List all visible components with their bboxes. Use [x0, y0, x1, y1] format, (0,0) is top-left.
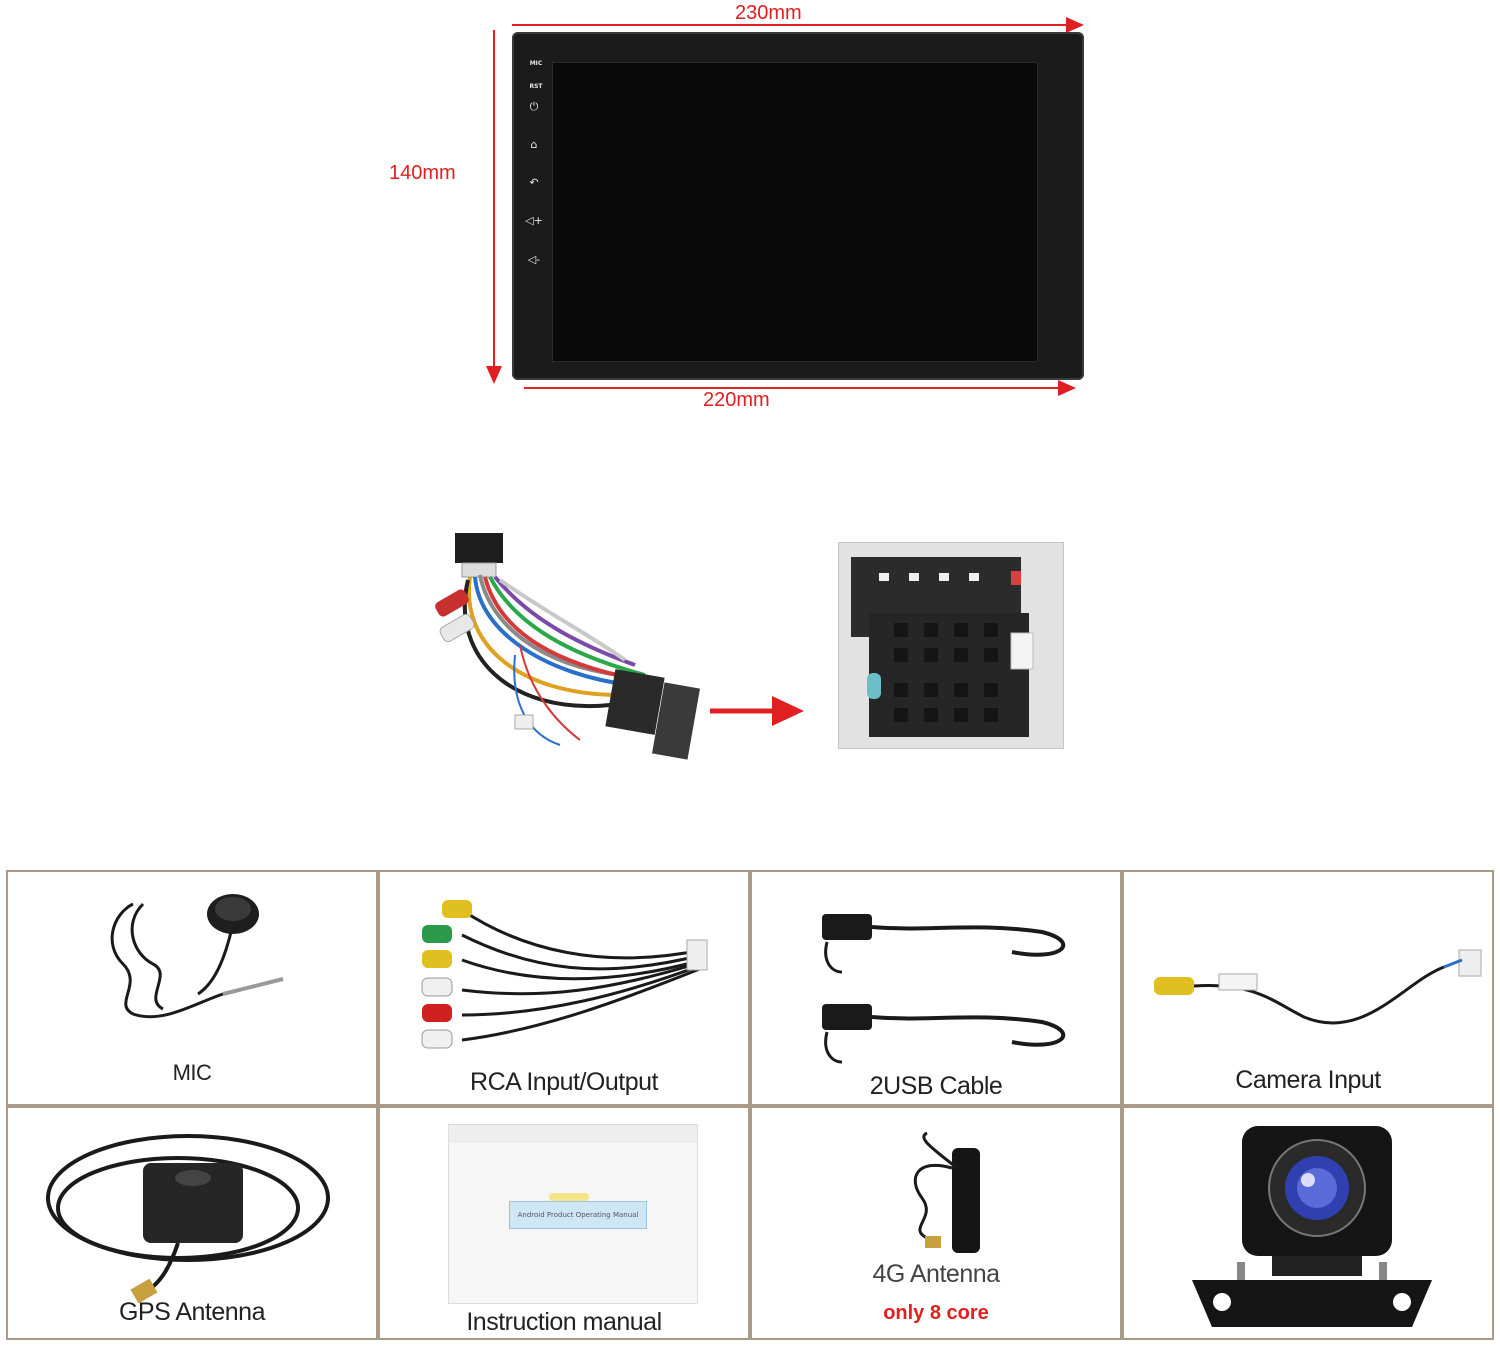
iso-connector-photo [838, 542, 1064, 749]
iso-connector-icon [839, 543, 1063, 748]
manual-header-band [449, 1125, 697, 1143]
accessory-rca-cell: RCA Input/Output [378, 870, 750, 1106]
volume-down-icon: ◁- [527, 253, 541, 266]
accessory-label-gps: GPS Antenna [118, 1298, 266, 1326]
manual-icon: Android Product Operating Manual [448, 1124, 698, 1304]
rca-cable-icon [421, 900, 708, 1049]
home-icon: ⌂ [530, 138, 538, 151]
manual-accent-mark [549, 1193, 589, 1201]
accessory-manual-cell: Android Product Operating Manual Instruc… [378, 1106, 750, 1340]
microphone-icon [110, 894, 284, 1019]
accessory-mic-cell: MIC [6, 870, 378, 1106]
bottom-width-label: 220mm [703, 389, 770, 411]
reset-button-label: RST [529, 83, 543, 90]
manual-title-box: Android Product Operating Manual [509, 1201, 647, 1229]
accessory-label-4g: 4G Antenna [872, 1260, 1000, 1288]
wiring-harness-icon [435, 533, 700, 760]
accessory-note-4g: only 8 core [883, 1302, 989, 1324]
accessory-rear-camera-cell [1122, 1106, 1494, 1340]
accessory-label-manual: Instruction manual [466, 1308, 662, 1336]
camera-cable-icon [1154, 949, 1482, 1025]
4g-antenna-icon [913, 1131, 980, 1253]
mic-button-label: MIC [529, 60, 543, 67]
power-icon: ⏻ [529, 100, 539, 113]
usb-cable-icon [822, 914, 1066, 1064]
volume-up-icon: ◁+ [525, 214, 543, 227]
accessory-label-usb: 2USB Cable [869, 1072, 1003, 1100]
accessory-camera-input-cell: Camera Input [1122, 870, 1494, 1106]
accessory-label-rca: RCA Input/Output [470, 1068, 658, 1096]
back-icon: ↶ [529, 176, 539, 189]
rear-camera-icon [1192, 1126, 1432, 1327]
arrow-right-icon [710, 696, 804, 726]
accessory-label-mic: MIC [172, 1060, 212, 1085]
accessory-usb-cell: 2USB Cable [750, 870, 1122, 1106]
head-unit-screen [552, 62, 1038, 362]
top-width-label: 230mm [735, 2, 802, 24]
dimension-lines [486, 17, 1084, 396]
manual-cover-title: Android Product Operating Manual [517, 1211, 639, 1219]
gps-antenna-icon [46, 1134, 330, 1303]
height-label: 140mm [389, 162, 456, 184]
accessory-gps-cell: GPS Antenna [6, 1106, 378, 1340]
accessory-label-camera-input: Camera Input [1235, 1066, 1381, 1094]
accessory-4g-cell: 4G Antenna only 8 core [750, 1106, 1122, 1340]
